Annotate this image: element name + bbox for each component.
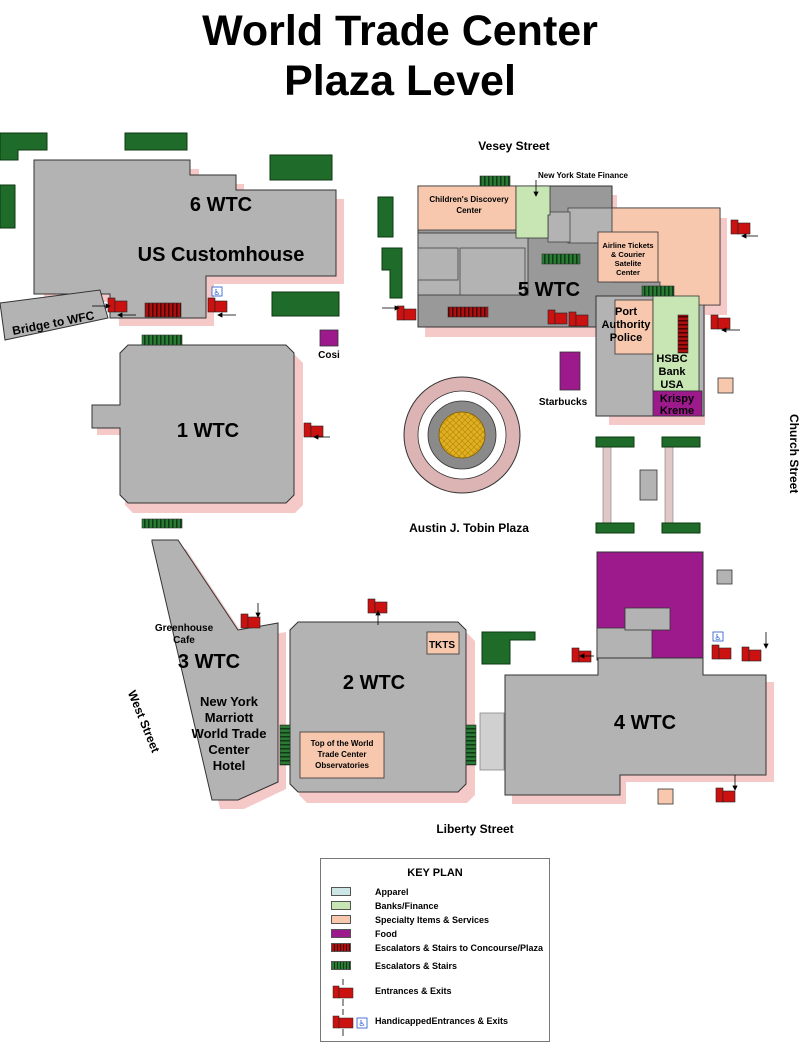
label-airline-2: & Courier xyxy=(611,250,645,259)
legend-label: Escalators & Stairs to Concourse/Plaza xyxy=(375,943,544,953)
label-police-3: Police xyxy=(610,332,642,344)
handicap-icon: ♿ ♿ xyxy=(211,286,724,642)
label-airline-3: Satelite xyxy=(615,259,642,268)
label-church-street: Church Street xyxy=(787,414,800,493)
label-vesey-street: Vesey Street xyxy=(478,139,549,153)
legend-swatch xyxy=(331,961,351,970)
plaza-fountain xyxy=(403,376,521,494)
legend-label: HandicappedEntrances & Exits xyxy=(375,1016,509,1026)
label-3wtc: 3 WTC xyxy=(178,651,240,673)
legend-label: Food xyxy=(375,929,397,939)
label-tkts: TKTS xyxy=(429,640,455,651)
label-police-1: Port xyxy=(615,306,637,318)
label-krispy-1: Krispy xyxy=(660,393,695,405)
building-3wtc xyxy=(151,539,286,809)
legend-swatch xyxy=(331,915,351,924)
legend-label: Escalators & Stairs xyxy=(375,961,458,971)
plaza-pergola xyxy=(595,436,701,534)
handicapped-entrance-icon: ♿ xyxy=(332,1009,368,1036)
label-police-2: Authority xyxy=(602,319,652,331)
label-5wtc: 5 WTC xyxy=(518,279,580,301)
label-2wtc: 2 WTC xyxy=(343,672,405,694)
label-airline-4: Center xyxy=(616,268,640,277)
kiosk-square xyxy=(717,377,734,394)
label-hsbc-1: HSBC xyxy=(656,353,687,365)
label-1wtc: 1 WTC xyxy=(177,420,239,442)
label-marriott-2: Marriott xyxy=(205,710,254,725)
label-hsbc-3: USA xyxy=(660,379,683,391)
legend-label: Entrances & Exits xyxy=(375,986,452,996)
label-cosi: Cosi xyxy=(318,350,340,361)
label-top-3: Observatories xyxy=(315,761,369,770)
key-plan-legend: KEY PLAN Apparel Banks/Finance Specialty… xyxy=(320,858,550,1042)
label-airline-1: Airline Tickets xyxy=(602,241,653,250)
label-marriott-4: Center xyxy=(208,742,249,757)
starbucks-shop xyxy=(559,351,581,391)
map-title-line2: Plaza Level xyxy=(284,57,516,105)
label-marriott-5: Hotel xyxy=(213,758,246,773)
label-6wtc: 6 WTC xyxy=(190,194,252,216)
label-top-2: Trade Center xyxy=(318,750,367,759)
legend-label: Specialty Items & Services xyxy=(375,915,490,925)
cosi-shop xyxy=(319,329,339,347)
label-tobin-plaza: Austin J. Tobin Plaza xyxy=(409,521,529,535)
legend-label: Banks/Finance xyxy=(375,901,439,911)
legend-swatch xyxy=(331,901,351,910)
label-greenhouse-2: Cafe xyxy=(173,635,195,646)
label-marriott-3: World Trade xyxy=(192,726,267,741)
svg-text:♿: ♿ xyxy=(358,1019,365,1028)
kiosk-square xyxy=(657,788,674,805)
svg-text:♿: ♿ xyxy=(714,633,721,642)
legend-swatch xyxy=(331,887,351,896)
label-greenhouse-1: Greenhouse xyxy=(155,623,214,634)
label-krispy-2: Kreme xyxy=(660,405,694,417)
entrance-arrows xyxy=(92,180,769,791)
label-childrens-discovery: Children's Discovery xyxy=(429,195,509,204)
label-4wtc: 4 WTC xyxy=(614,712,676,734)
building-6wtc xyxy=(0,159,344,341)
building-5wtc xyxy=(417,175,727,425)
entrance-icon xyxy=(332,979,354,1006)
kiosk-square xyxy=(716,569,733,585)
building-4wtc xyxy=(479,551,774,804)
label-west-street: West Street xyxy=(125,688,163,754)
label-top-1: Top of the World xyxy=(311,739,374,748)
label-childrens-center: Center xyxy=(456,206,481,215)
legend-swatch xyxy=(331,943,351,952)
legend-swatch xyxy=(331,929,351,938)
legend-title: KEY PLAN xyxy=(407,867,463,879)
building-1wtc xyxy=(91,334,303,529)
label-liberty-street: Liberty Street xyxy=(436,822,513,836)
label-nys-finance: New York State Finance xyxy=(538,171,629,180)
map-title-line1: World Trade Center xyxy=(202,7,598,55)
label-hsbc-2: Bank xyxy=(659,366,687,378)
landscape-planters xyxy=(0,132,536,665)
plaza-map: ♿ ♿ Vesey Street New York State Finance … xyxy=(0,132,800,836)
svg-text:♿: ♿ xyxy=(213,288,220,297)
label-marriott-1: New York xyxy=(200,694,259,709)
legend-label: Apparel xyxy=(375,887,409,897)
label-us-customhouse: US Customhouse xyxy=(138,244,305,266)
building-2wtc xyxy=(279,621,477,803)
label-starbucks: Starbucks xyxy=(539,397,588,408)
